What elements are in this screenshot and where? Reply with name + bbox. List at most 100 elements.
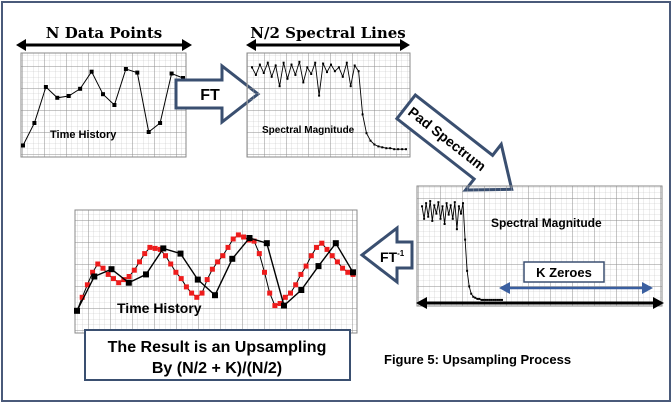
upsampled-red-point [288,290,293,296]
time-history-top-point [123,67,128,71]
spectral-top-point [397,148,400,151]
right-spectrum-group: Spectral Magnitude K Zeroes [416,185,664,309]
n-half-spectral-lines-heading: N/2 Spectral Lines [250,24,405,42]
upsampled-red-point [225,244,231,250]
spectral-padded-point [423,217,426,220]
spectral-padded-point [460,212,462,215]
upsampled-black-point [212,292,218,299]
span-arrowhead-right-icon [182,39,192,51]
spectral-top-point [314,61,317,64]
spectral-padded-point [482,298,485,301]
spectral-top-point [345,61,348,64]
upsampled-red-point [334,259,340,265]
spectral-top-point [353,64,356,67]
upsampled-red-point [314,244,319,250]
spectral-top-point [341,75,344,78]
spectral-top-point [266,61,269,64]
upsampled-black-point [263,240,270,247]
upsampled-red-point [262,269,267,275]
spectral-top-point [310,73,313,75]
spectral-magnitude-label-padded: Spectral Magnitude [491,216,602,230]
spectral-top-point [302,81,305,84]
spectral-top-point [349,85,352,88]
upsampled-red-point [293,282,299,288]
time-history-top-point [32,121,37,125]
upsampled-red-point [183,284,189,290]
spectral-top-point [306,66,309,69]
spectral-top-line [251,61,406,150]
spectral-top-point [294,73,297,76]
spectral-top-point [262,72,265,74]
upsampled-red-point [163,253,168,259]
time-history-top-point [146,130,151,134]
spectral-top-point [401,148,404,151]
total-span-arrowhead-left-icon [416,297,427,309]
spectral-padded-point [433,204,436,207]
upsampled-red-point [235,232,241,238]
spectral-top-point [333,70,336,73]
upsampled-black-point [91,273,98,280]
spectral-padded-point [490,298,493,301]
ft-arrow-label: FT [200,87,220,104]
bottom-left-group: Time History [74,209,358,334]
upsampled-red-point [209,266,215,272]
upsampled-red-point [168,261,174,267]
upsampled-red-point [194,294,200,300]
spectral-top-point [385,147,388,150]
spectral-magnitude-top-series [251,60,407,151]
upsampled-black-point [160,245,167,252]
spectral-padded-point [478,297,481,300]
spectral-padded-point [425,202,428,205]
inverse-ft-label-text: FT [380,249,398,265]
inverse-ft-arrow: FT-1 [359,224,414,286]
spectral-padded-point [421,205,423,208]
spectral-padded-point [470,292,473,295]
inverse-ft-superscript: -1 [397,249,405,258]
spectral-padded-point [496,298,499,301]
spectral-padded-point [447,213,450,216]
upsampled-red-point [345,269,351,275]
spectral-padded-point [480,298,483,301]
spectral-padded-point [429,200,432,203]
spectral-top-point [357,70,360,73]
upsampled-red-point [199,290,205,296]
upsampled-red-point [116,280,122,286]
spectral-top-point [373,143,376,146]
spectral-padded-point [449,204,452,207]
time-history-top-point [112,103,117,107]
upsampled-red-point [230,236,236,242]
upsampled-red-point [282,294,288,300]
result-box-frame [84,329,351,381]
spectral-top-point [405,148,407,151]
spectral-padded-point [451,217,454,220]
result-line-2: By (N/2 + K)/(N/2) [152,360,282,377]
span-arrowhead-left-icon [16,39,26,51]
spectral-top-point [286,77,289,80]
upsampled-red-point [152,245,158,251]
ft-arrow-shape [174,62,261,126]
upsampled-black-point [332,240,339,247]
spectral-padded-point [445,202,448,205]
upsampled-black-point [125,279,132,286]
upsampled-red-point [204,277,210,283]
upsampled-red-point [277,301,283,306]
spectral-top-point [330,63,332,66]
k-zeroes-label: K Zeroes [536,265,592,280]
spectral-padded-point [457,205,460,208]
inverse-ft-label: FT-1 [380,249,405,265]
upsampled-red-point [251,238,257,244]
spectral-magnitude-padded-series [421,200,503,301]
spectral-padded-point [427,215,430,218]
spectral-padded-point [435,212,438,215]
spectral-padded-point [501,298,503,301]
time-history-top-point [101,92,105,97]
result-line-1: The Result is an Upsampling [108,339,327,356]
spectral-padded-point [441,205,444,208]
upsampled-red-point [137,259,142,265]
time-history-top-point [21,143,25,148]
time-history-top-point [66,94,71,98]
spectral-top-point [389,147,392,150]
top-left-group: N Data Points Time History [16,24,192,158]
upsampled-red-point [79,294,85,300]
spectral-top-point [282,61,285,64]
